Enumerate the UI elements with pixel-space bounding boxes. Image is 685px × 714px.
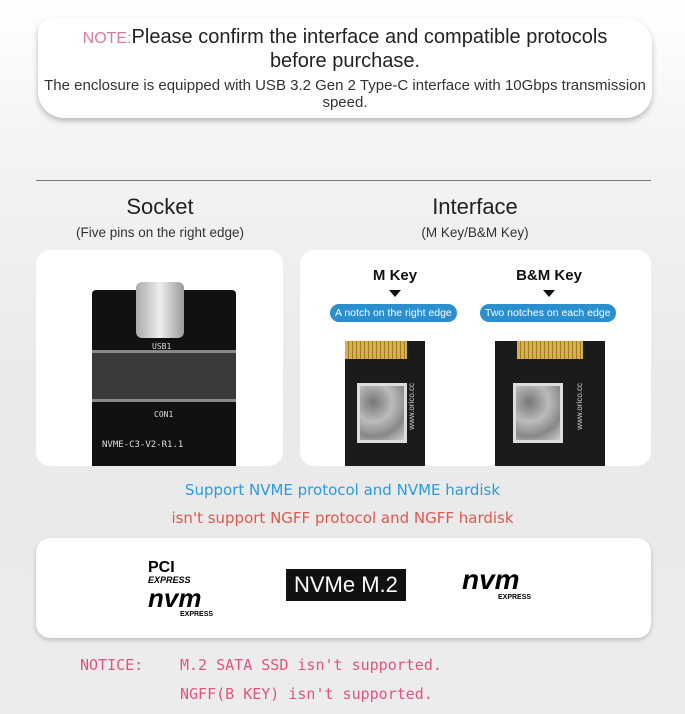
usb-label: USB1 bbox=[152, 342, 172, 351]
not-support-text: isn't support NGFF protocol and NGFF har… bbox=[171, 509, 514, 527]
interface-card: M Key A notch on the right edge B&M Key … bbox=[300, 250, 651, 466]
con-label: CON1 bbox=[154, 410, 174, 419]
nvm-express-logo: nvm EXPRESS bbox=[462, 564, 532, 602]
socket-card: USB1 CON1 NVME-C3-V2-R1.1 bbox=[36, 250, 283, 466]
m-key-description: A notch on the right edge bbox=[330, 304, 457, 322]
usb-c-port bbox=[136, 282, 184, 338]
bm-key-ssd-image: www.orico.cc bbox=[495, 341, 605, 466]
logo-strip: PCI EXPRESS nvm EXPRESS NVMe M.2 nvm EXP… bbox=[36, 538, 651, 638]
notice-line: NGFF(B KEY) isn't supported. bbox=[180, 685, 433, 703]
m-key-ssd-image: www.orico.cc bbox=[345, 341, 425, 466]
note-tag: NOTE: bbox=[82, 30, 132, 47]
notice-label: NOTICE: bbox=[80, 656, 144, 674]
interface-title: Interface bbox=[432, 194, 518, 219]
socket-subtitle: (Five pins on the right edge) bbox=[75, 225, 245, 240]
note-banner: NOTE:Please confirm the interface and co… bbox=[38, 18, 652, 118]
divider bbox=[36, 180, 651, 181]
nvme-m2-logo: NVMe M.2 bbox=[286, 569, 406, 601]
m-key-label: M Key bbox=[372, 267, 418, 284]
socket-title: Socket bbox=[126, 194, 194, 219]
note-headline: Please confirm the interface and compati… bbox=[131, 26, 608, 72]
ssd-url: www.orico.cc bbox=[575, 383, 584, 430]
ssd-url: www.orico.cc bbox=[407, 383, 416, 430]
board-label: NVME-C3-V2-R1.1 bbox=[102, 440, 184, 450]
arrow-down-icon bbox=[543, 290, 555, 297]
arrow-down-icon bbox=[389, 290, 401, 297]
notice-line: M.2 SATA SSD isn't supported. bbox=[180, 656, 442, 674]
bm-key-label: B&M Key bbox=[516, 267, 582, 284]
pcie-nvm-logo: PCI EXPRESS nvm EXPRESS bbox=[148, 559, 214, 619]
m2-slot bbox=[92, 350, 236, 402]
note-detail: The enclosure is equipped with USB 3.2 G… bbox=[44, 77, 646, 111]
support-text: Support NVME protocol and NVME hardisk bbox=[184, 481, 501, 499]
pcb-image: USB1 CON1 NVME-C3-V2-R1.1 bbox=[92, 282, 236, 466]
bm-key-description: Two notches on each edge bbox=[480, 304, 616, 322]
interface-subtitle: (M Key/B&M Key) bbox=[421, 225, 529, 240]
